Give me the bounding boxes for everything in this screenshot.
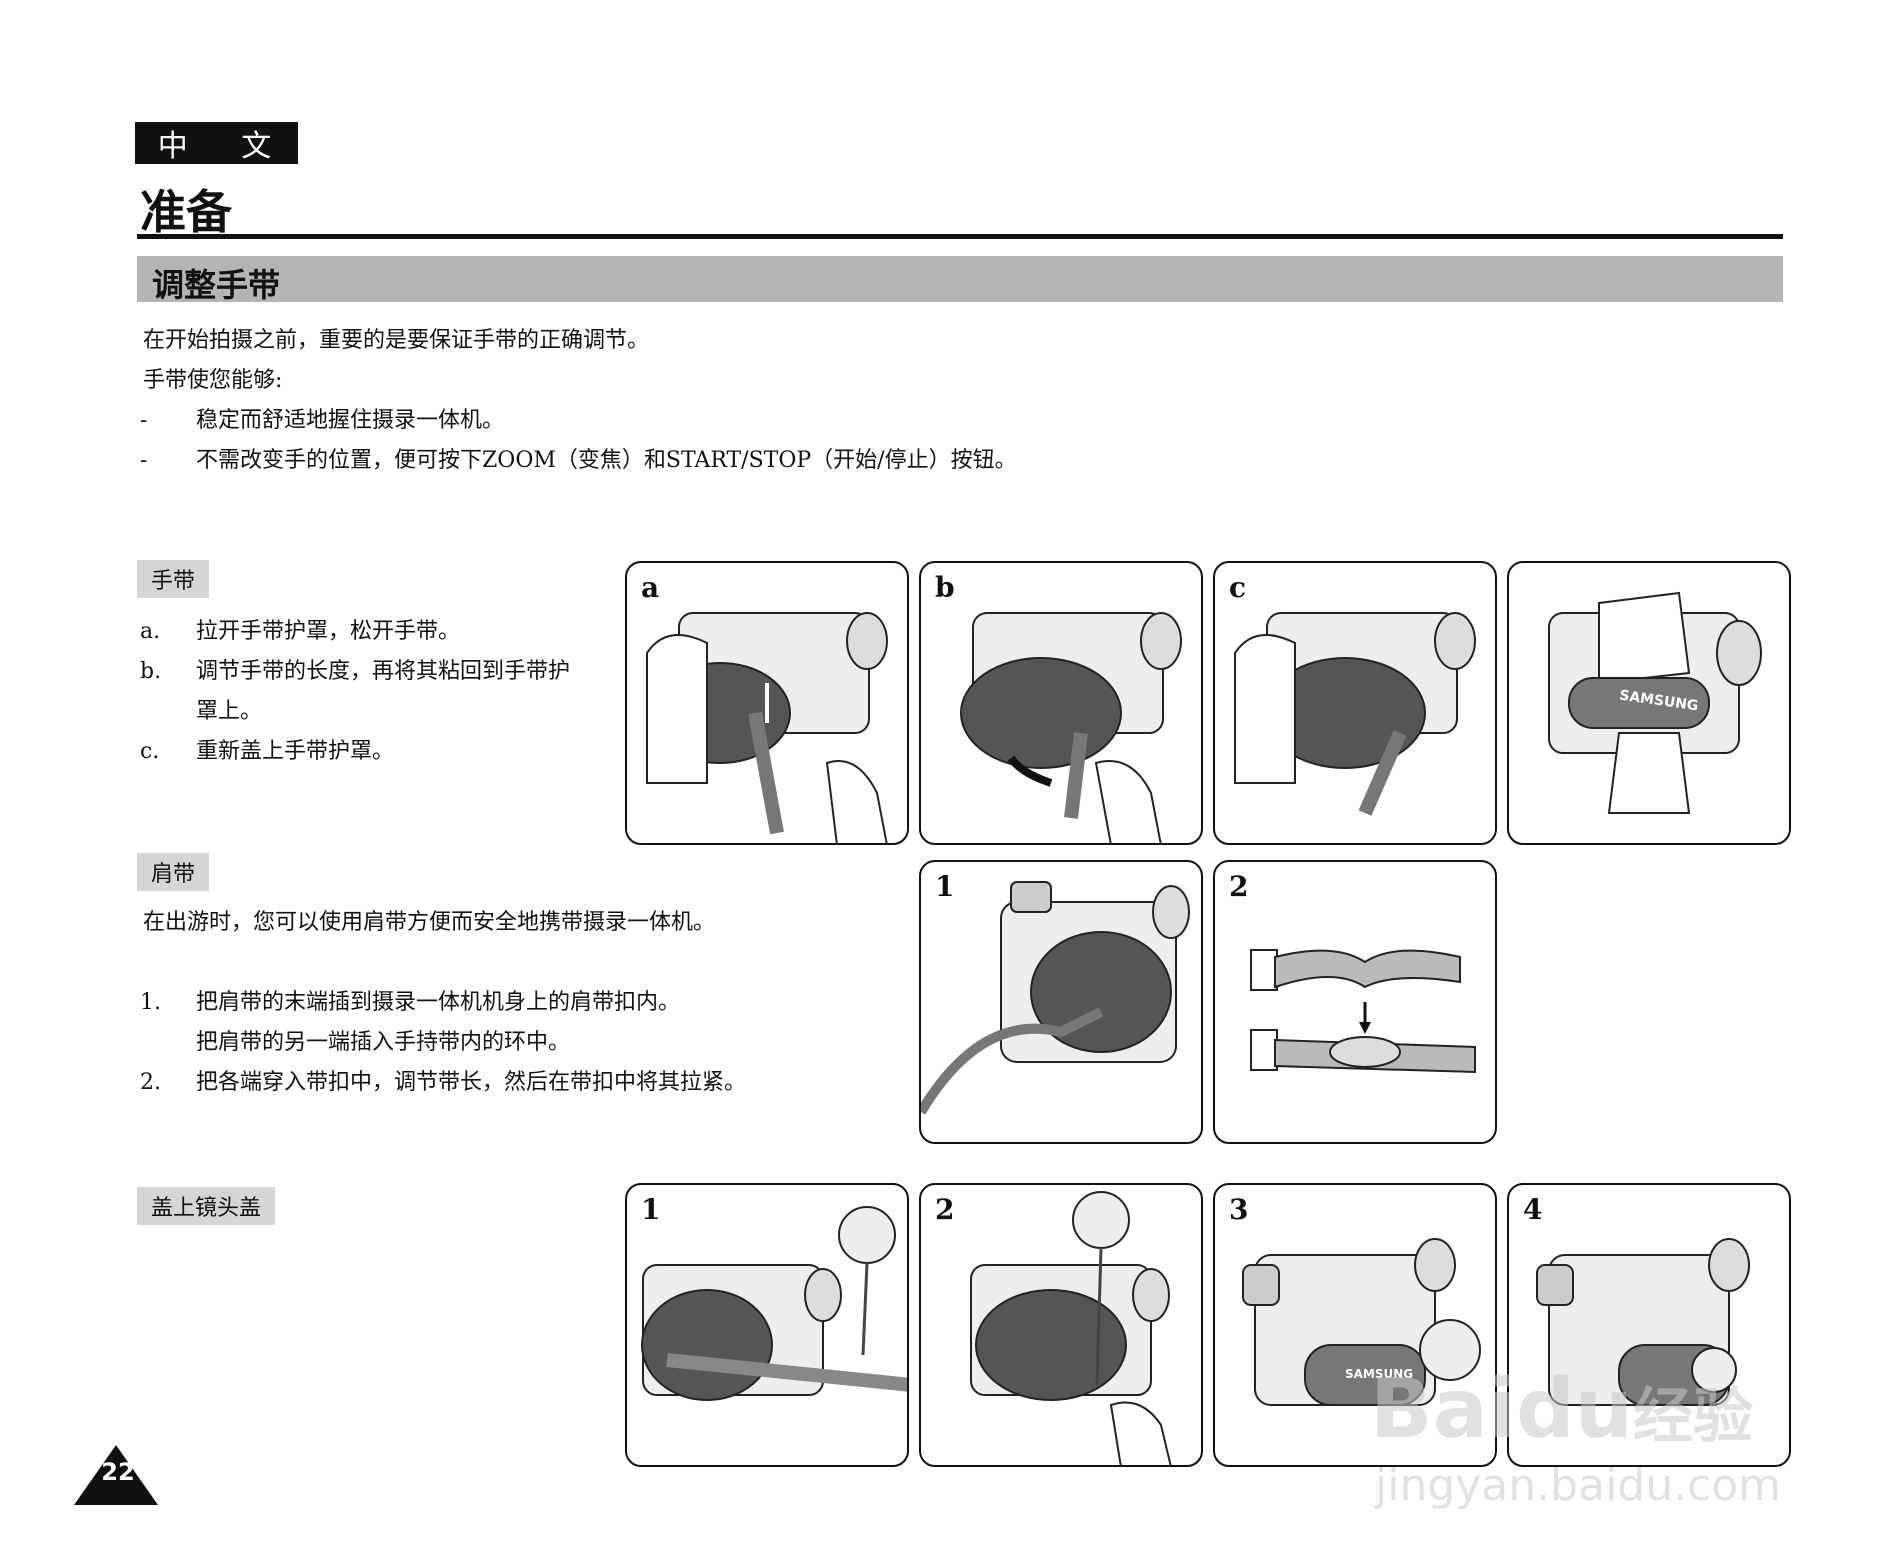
illustration-panel-hand: SAMSUNG xyxy=(1507,561,1791,845)
bullet-mark: - xyxy=(140,408,148,433)
camcorder-illustration xyxy=(1242,1238,1481,1406)
camcorder-illustration xyxy=(970,1191,1172,1465)
panel-label: 1 xyxy=(935,870,955,903)
step-item: c. 重新盖上手带护罩。 xyxy=(140,732,394,772)
camcorder-illustration xyxy=(1536,1238,1750,1406)
watermark-brand-3: 经验 xyxy=(1633,1382,1754,1452)
illustration-panel-lens-3: SAMSUNG 3 xyxy=(1213,1183,1497,1467)
step-mark: c. xyxy=(140,739,160,764)
bullet-text: 不需改变手的位置，便可按下ZOOM（变焦）和START/STOP（开始/停止）按… xyxy=(196,448,1017,473)
step-text: 拉开手带护罩，松开手带。 xyxy=(196,619,461,644)
watermark-brand-2: du xyxy=(1515,1362,1634,1457)
section-bar xyxy=(137,256,1783,302)
chapter-title: 准备 xyxy=(140,185,232,239)
panel-label: 4 xyxy=(1523,1193,1543,1226)
panel-label: a xyxy=(641,571,660,604)
step-mark: 2. xyxy=(140,1070,161,1095)
camcorder-illustration xyxy=(1234,612,1476,816)
brand-label: SAMSUNG xyxy=(1345,1367,1414,1381)
step-text-cont: 罩上。 xyxy=(196,699,263,724)
step-mark: 1. xyxy=(140,990,161,1015)
step-text-cont: 把肩带的另一端插入手持带内的环中。 xyxy=(196,1030,571,1055)
shoulder-strap-label: 肩带 xyxy=(137,853,210,891)
step-text: 把肩带的末端插到摄录一体机机身上的肩带扣内。 xyxy=(196,990,681,1015)
bullet-text: 稳定而舒适地握住摄录一体机。 xyxy=(196,408,505,433)
camcorder-illustration xyxy=(921,881,1190,1115)
illustration-panel-a: a xyxy=(625,561,909,845)
panel-label: c xyxy=(1229,571,1247,604)
page-number-triangle xyxy=(74,1445,158,1505)
panel-label: 2 xyxy=(1229,870,1249,903)
illustration-panel-b: b xyxy=(919,561,1203,845)
illustration-panel-lens-4: 4 xyxy=(1507,1183,1791,1467)
bullet-mark: - xyxy=(140,448,148,473)
shoulder-strap-desc: 在出游时，您可以使用肩带方便而安全地携带摄录一体机。 xyxy=(143,910,716,935)
illustration-panel-c: c xyxy=(1213,561,1497,845)
illustration-panel-lens-2: 2 xyxy=(919,1183,1203,1467)
section-title: 调整手带 xyxy=(152,266,281,304)
step-item: b. 调节手带的长度，再将其粘回到手带护 xyxy=(140,652,570,692)
step-mark: a. xyxy=(140,619,161,644)
lens-cap-label: 盖上镜头盖 xyxy=(137,1187,276,1225)
camcorder-illustration xyxy=(646,612,888,843)
step-text: 调节手带的长度，再将其粘回到手带护 xyxy=(196,659,571,684)
step-mark: b. xyxy=(140,659,162,684)
step-item: 2. 把各端穿入带扣中，调节带长，然后在带扣中将其拉紧。 xyxy=(140,1063,746,1103)
panel-label: b xyxy=(935,571,955,604)
panel-label: 2 xyxy=(935,1193,955,1226)
step-item: a. 拉开手带护罩，松开手带。 xyxy=(140,612,460,652)
illustration-panel-lens-1: 1 xyxy=(625,1183,909,1467)
step-text: 重新盖上手带护罩。 xyxy=(196,739,395,764)
illustration-panel-shoulder-1: 1 xyxy=(919,860,1203,1144)
camcorder-illustration xyxy=(960,612,1182,843)
intro-bullet: - 不需改变手的位置，便可按下ZOOM（变焦）和START/STOP（开始/停止… xyxy=(140,441,1017,481)
page-number: 22 xyxy=(101,1458,135,1486)
watermark-logo: Baidu经验 xyxy=(1370,1362,1753,1457)
illustration-panel-shoulder-2: 2 xyxy=(1213,860,1497,1144)
intro-bullet: - 稳定而舒适地握住摄录一体机。 xyxy=(140,401,504,441)
language-tab: 中 文 xyxy=(135,122,298,164)
buckle-illustration xyxy=(1250,949,1476,1074)
intro-line-1: 在开始拍摄之前，重要的是要保证手带的正确调节。 xyxy=(143,328,650,353)
watermark-url: jingyan.baidu.com xyxy=(1375,1460,1782,1511)
step-text: 把各端穿入带扣中，调节带长，然后在带扣中将其拉紧。 xyxy=(196,1070,747,1095)
panel-label: 3 xyxy=(1229,1193,1249,1226)
intro-line-2: 手带使您能够: xyxy=(143,368,283,393)
watermark-brand: Bai xyxy=(1370,1362,1516,1457)
panel-label: 1 xyxy=(641,1193,661,1226)
step-item: 1. 把肩带的末端插到摄录一体机机身上的肩带扣内。 xyxy=(140,983,680,1023)
camcorder-illustration xyxy=(641,1206,907,1401)
camcorder-illustration xyxy=(1548,591,1762,814)
header-rule xyxy=(137,234,1783,239)
hand-strap-label: 手带 xyxy=(137,560,210,598)
